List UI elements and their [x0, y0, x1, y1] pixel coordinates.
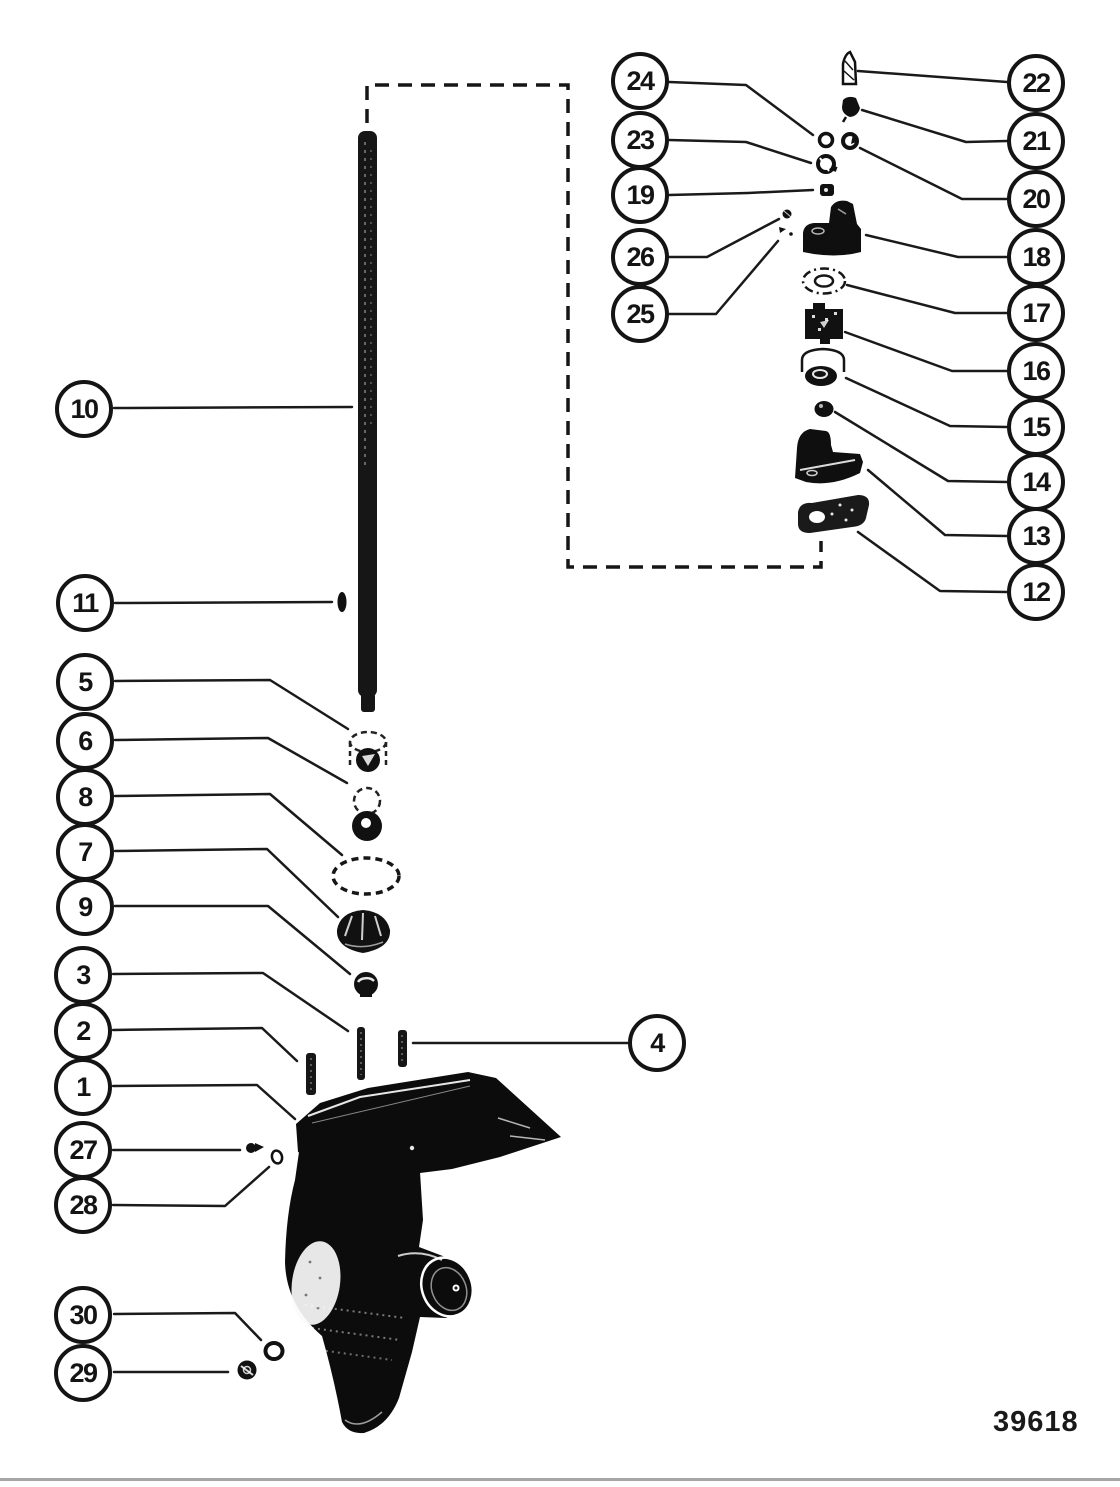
- callout-26: 26: [611, 228, 669, 286]
- callout-2: 2: [54, 1002, 112, 1060]
- leader-line-24: [667, 80, 815, 137]
- part-cotter-pin-22: [841, 50, 858, 86]
- callout-22: 22: [1007, 54, 1065, 112]
- leader-line-12: [856, 530, 1009, 594]
- callout-9: 9: [56, 878, 114, 936]
- callout-1: 1: [54, 1058, 112, 1116]
- part-pin-2: [306, 1053, 316, 1095]
- gear-housing: [285, 1072, 561, 1434]
- part-washer-17: [801, 267, 847, 295]
- callout-20: 20: [1007, 170, 1065, 228]
- dashed-linkage-outline: [365, 83, 823, 569]
- leader-line-11: [113, 600, 334, 605]
- leader-line-25: [667, 239, 780, 316]
- part-drive-shaft: [358, 131, 377, 712]
- part-washer-24: [817, 131, 835, 149]
- part-block-16: [805, 303, 843, 344]
- part-oring-30: [263, 1341, 285, 1361]
- leader-line-7: [113, 847, 340, 919]
- callout-7: 7: [56, 823, 114, 881]
- leader-line-1: [111, 1083, 297, 1121]
- callout-10: 10: [55, 380, 113, 438]
- leader-line-8: [113, 792, 344, 857]
- part-block-19: [820, 184, 834, 196]
- leader-line-2: [111, 1026, 299, 1063]
- part-screw-27: [246, 1143, 264, 1153]
- part-bearing-7: [336, 910, 391, 953]
- part-pin-4: [398, 1030, 407, 1067]
- leader-line-5: [113, 678, 350, 731]
- leader-line-28: [111, 1165, 271, 1208]
- callout-19: 19: [611, 166, 669, 224]
- drawing-number: 39618: [993, 1406, 1079, 1438]
- callout-27: 27: [54, 1121, 112, 1179]
- part-shift-cam-18: [803, 200, 861, 256]
- part-snap-ring-23: [816, 154, 838, 174]
- leader-line-10: [112, 405, 354, 410]
- callout-18: 18: [1007, 228, 1065, 286]
- part-washer-6: [352, 786, 382, 841]
- leader-line-21: [860, 108, 1009, 144]
- part-nut-9: [354, 972, 378, 997]
- part-pin-25: [779, 227, 793, 236]
- callout-3: 3: [54, 946, 112, 1004]
- part-screw-29: [237, 1360, 257, 1380]
- callout-8: 8: [56, 768, 114, 826]
- leader-line-18: [864, 233, 1009, 259]
- callout-21: 21: [1007, 112, 1065, 170]
- part-screw-26: [782, 209, 792, 219]
- leader-line-6: [113, 736, 349, 785]
- callout-30: 30: [54, 1286, 112, 1344]
- leader-line-23: [667, 138, 813, 165]
- callout-13: 13: [1007, 507, 1065, 565]
- part-oring-8: [331, 856, 401, 896]
- leader-line-19: [667, 188, 815, 197]
- leader-line-20: [858, 146, 1009, 201]
- callout-4: 4: [628, 1014, 686, 1072]
- callout-17: 17: [1007, 284, 1065, 342]
- callout-29: 29: [54, 1344, 112, 1402]
- callout-6: 6: [56, 712, 114, 770]
- part-bushing-5: [348, 730, 388, 772]
- callout-25: 25: [611, 285, 669, 343]
- part-grommet-14: [814, 401, 834, 417]
- part-cam-13: [795, 429, 863, 484]
- callout-24: 24: [611, 52, 669, 110]
- callout-12: 12: [1007, 563, 1065, 621]
- leader-line-22: [856, 69, 1009, 84]
- part-pin-3: [357, 1027, 365, 1080]
- leader-line-3: [111, 971, 350, 1033]
- part-clip-21: [841, 96, 860, 123]
- leader-line-16: [843, 330, 1009, 373]
- callout-11: 11: [56, 574, 114, 632]
- callout-28: 28: [54, 1176, 112, 1234]
- bottom-divider-line: [0, 1478, 1120, 1481]
- callout-5: 5: [56, 653, 114, 711]
- leader-line-14: [833, 410, 1009, 484]
- part-shift-arm-12: [798, 495, 870, 533]
- leader-line-17: [845, 283, 1009, 315]
- leader-line-13: [866, 468, 1009, 538]
- part-bushing-15: [800, 347, 846, 386]
- leader-line-9: [113, 904, 352, 976]
- part-ring-20: [841, 132, 859, 150]
- leader-line-15: [844, 376, 1009, 429]
- callout-14: 14: [1007, 453, 1065, 511]
- leader-line-30: [112, 1311, 263, 1342]
- part-oring-28: [270, 1149, 284, 1165]
- callout-15: 15: [1007, 398, 1065, 456]
- callout-23: 23: [611, 111, 669, 169]
- leader-line-26: [667, 217, 781, 259]
- part-key-11: [337, 592, 347, 612]
- callout-16: 16: [1007, 342, 1065, 400]
- leader-lines: [111, 69, 1009, 1374]
